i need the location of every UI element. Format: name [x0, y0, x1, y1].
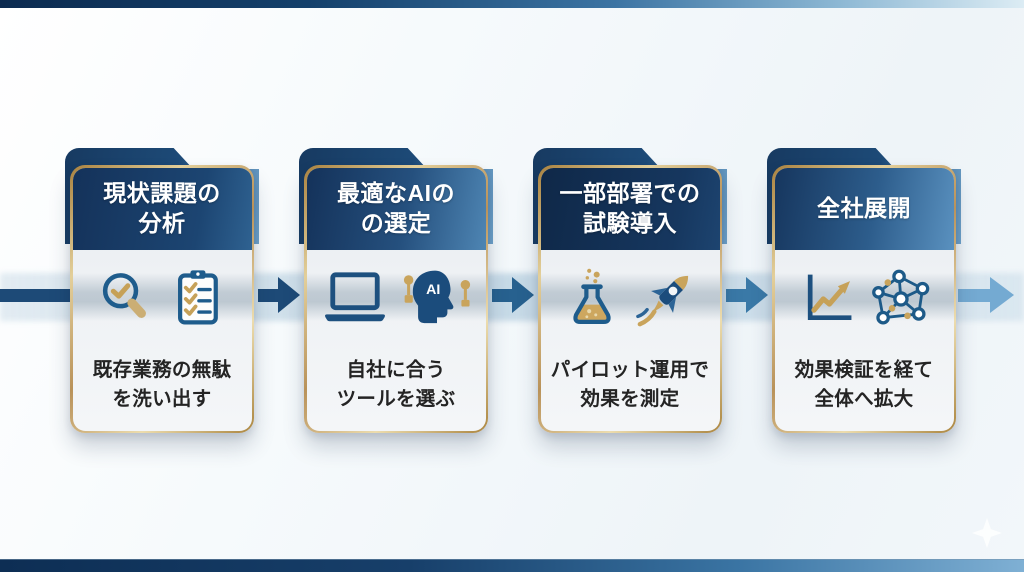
frosted-band [72, 272, 252, 321]
clipboard-checklist-icon [178, 269, 218, 324]
top-accent-bar [0, 0, 1024, 8]
title-line: 一部部署での [559, 180, 701, 207]
sparkle-diamond-icon [972, 518, 1002, 548]
title-line: 分析 [138, 209, 186, 236]
caption-line: 全体へ拡大 [814, 387, 914, 410]
caption-line: パイロット運用で [550, 358, 710, 381]
caption-line: 既存業務の無駄 [92, 358, 232, 381]
step4-title: 全社展開 [774, 167, 954, 250]
card-gold-frame: 最適なAIの の選定 [304, 165, 488, 433]
arrow-head-icon [990, 277, 1014, 313]
caption-line: 効果検証を経て [794, 358, 934, 381]
arrow-step2-to-step3 [492, 277, 534, 313]
step1-title: 現状課題の 分析 [72, 167, 252, 250]
card-gold-frame: 現状課題の 分析 [70, 165, 254, 433]
caption-line: 自社に合う [346, 358, 446, 381]
title-line: 試験導入 [583, 209, 677, 236]
step-card-1: 現状課題の 分析 [65, 148, 259, 433]
title-line: 全社展開 [817, 194, 911, 221]
step2-caption: 自社に合う ツールを選ぶ [307, 356, 486, 415]
ai-head-icon: AI [403, 270, 471, 323]
step2-title: 最適なAIの の選定 [306, 167, 486, 250]
step-card-3: 一部部署での 試験導入 [533, 148, 727, 433]
arrow-shaft [258, 288, 280, 302]
step1-caption: 既存業務の無駄 を洗い出す [73, 356, 252, 415]
arrow-head-icon [512, 277, 534, 313]
frosted-band [540, 272, 720, 321]
title-line: 最適なAIの [337, 180, 455, 207]
step4-caption: 効果検証を経て 全体へ拡大 [775, 356, 954, 415]
arrow-shaft [492, 288, 514, 302]
caption-line: 効果を測定 [580, 387, 680, 410]
rocket-icon [636, 275, 689, 326]
arrow-step1-to-step2 [258, 277, 300, 313]
step3-caption: パイロット運用で 効果を測定 [541, 356, 720, 415]
frosted-band [306, 272, 486, 321]
arrow-exit [958, 277, 1016, 313]
bottom-accent-bar [0, 559, 1024, 572]
laptop-icon [325, 271, 385, 321]
flow-entry-bar [0, 289, 74, 302]
caption-line: を洗い出す [112, 387, 212, 410]
step-card-2: 最適なAIの の選定 [299, 148, 493, 433]
arrow-shaft [726, 288, 748, 302]
title-line: 現状課題の [103, 180, 221, 207]
step-card-4: 全社展開 [767, 148, 961, 433]
magnifier-check-icon [102, 272, 146, 318]
card-gold-frame: 全社展開 [772, 165, 956, 433]
arrow-head-icon [278, 277, 300, 313]
caption-line: ツールを選ぶ [336, 387, 456, 410]
svg-text:AI: AI [426, 282, 440, 298]
step3-title: 一部部署での 試験導入 [540, 167, 720, 250]
network-icon [872, 269, 930, 324]
flask-icon [573, 268, 611, 324]
card-gold-frame: 一部部署での 試験導入 [538, 165, 722, 433]
arrow-head-icon [746, 277, 768, 313]
arrow-shaft [958, 288, 992, 302]
growth-chart-icon [807, 274, 852, 320]
arrow-step3-to-step4 [726, 277, 768, 313]
title-line: の選定 [360, 209, 432, 236]
